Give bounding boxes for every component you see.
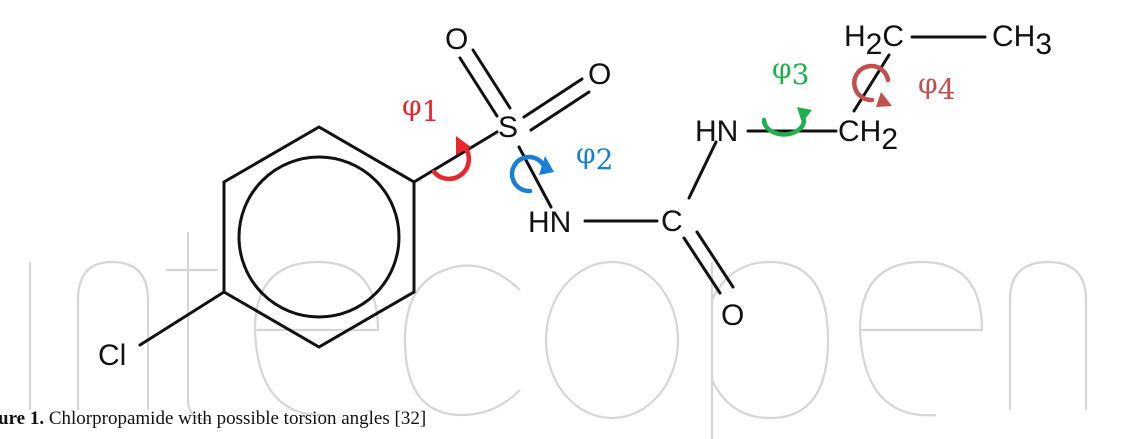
atom-sulfur: S — [498, 111, 518, 144]
figure-caption-label: ure 1. — [0, 408, 45, 429]
figure-caption: ure 1. Chlorpropamide with possible tors… — [0, 408, 426, 430]
ch3-subscript: 3 — [1035, 28, 1052, 61]
atom-oxygen-right: O — [588, 58, 611, 91]
atom-h2c-group: H2C — [844, 20, 904, 61]
torsion-2-index: 2 — [596, 143, 614, 176]
torsion-label-3: φ3 — [772, 52, 809, 91]
atom-nh-sulfonamide: HN — [528, 206, 571, 239]
figure-caption-text: Chlorpropamide with possible torsion ang… — [44, 408, 427, 429]
atom-oxygen-top: O — [445, 23, 468, 56]
torsion-2-arrow-icon — [509, 154, 554, 194]
intechopen-watermark — [28, 232, 1088, 439]
torsion-1-index: 1 — [422, 95, 440, 128]
bond-s-o-top-a — [458, 56, 499, 118]
torsion-3-index: 3 — [792, 58, 810, 91]
torsion-3-symbol: φ — [772, 52, 792, 85]
torsion-3-arrow-icon — [761, 107, 812, 137]
bond-s-o-top-b — [471, 48, 512, 110]
torsion-label-4: φ4 — [918, 67, 955, 106]
bond-s-o-right-a — [522, 77, 584, 119]
atom-carbonyl-carbon: C — [661, 205, 683, 238]
torsion-label-1: φ1 — [402, 89, 439, 128]
bond-c-nh — [687, 140, 718, 200]
ch2-subscript: 2 — [881, 123, 898, 156]
torsion-4-symbol: φ — [918, 67, 938, 100]
atom-labels: O O S HN C O HN Cl CH2 H2C CH3 — [98, 20, 1052, 372]
torsion-2-symbol: φ — [576, 137, 596, 170]
torsion-arrows — [431, 63, 892, 194]
bond-ch2-ch2 — [852, 53, 891, 113]
torsion-4-index: 4 — [938, 73, 956, 106]
bond-ring-s — [412, 130, 499, 184]
atom-oxygen-carbonyl: O — [721, 299, 744, 332]
torsion-label-2: φ2 — [576, 137, 613, 176]
benzene-ring — [222, 125, 416, 349]
h2c-c: C — [882, 20, 904, 53]
h2c-h: H — [844, 20, 866, 53]
bond-ring-cl — [138, 290, 226, 347]
torsion-1-symbol: φ — [402, 89, 422, 122]
atom-ch3-group: CH3 — [992, 20, 1052, 61]
ch3-letters: CH — [992, 20, 1035, 53]
bond-s-o-right-b — [529, 90, 591, 132]
atom-nh-urea: HN — [695, 115, 738, 148]
torsion-labels: φ1 φ2 φ3 φ4 — [402, 52, 955, 176]
atom-ch2-group: CH2 — [838, 115, 898, 156]
torsion-1-arrow-icon — [431, 136, 472, 182]
bond-c-o-a — [682, 236, 722, 295]
ch2-letters: CH — [838, 115, 881, 148]
bond-c-o-b — [695, 230, 735, 289]
aromatic-circle — [237, 155, 401, 319]
h2c-subscript: 2 — [866, 28, 883, 61]
torsion-4-arrow-icon — [852, 63, 892, 107]
atom-chlorine: Cl — [98, 339, 126, 372]
